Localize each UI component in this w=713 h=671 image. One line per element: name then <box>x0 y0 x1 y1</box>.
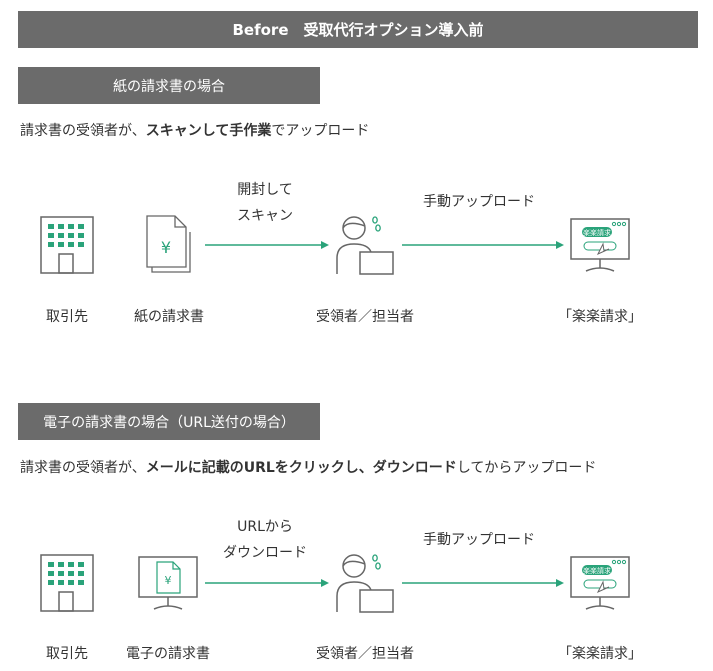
arrow-icon <box>402 241 564 249</box>
paper-invoice-icon: ¥ <box>146 215 191 273</box>
desc-prefix: 請求書の受領者が、 <box>20 460 146 476</box>
building-icon <box>40 216 94 274</box>
building-icon <box>40 554 94 612</box>
node-label-paper-invoice: 紙の請求書 <box>134 309 204 325</box>
person-laptop-icon <box>336 216 394 275</box>
step-label-manual-upload: 手動アップロード <box>423 532 535 548</box>
section-electronic-description: 請求書の受領者が、メールに記載のURLをクリックし、ダウンロードしてからアップロ… <box>20 457 596 477</box>
desc-prefix: 請求書の受領者が、 <box>20 123 146 139</box>
node-label-recipient: 受領者／担当者 <box>316 309 414 325</box>
node-label-vendor: 取引先 <box>46 309 88 325</box>
step-line: URLから <box>237 519 293 535</box>
desc-suffix: でアップロード <box>271 123 370 139</box>
node-label-vendor: 取引先 <box>46 646 88 662</box>
rakuraku-monitor-icon: 楽楽請求 <box>570 218 630 272</box>
step-line: 開封して <box>237 182 293 198</box>
section-electronic-title: 電子の請求書の場合（URL送付の場合） <box>18 403 320 440</box>
step-line: ダウンロード <box>223 545 307 561</box>
rakuraku-monitor-icon: 楽楽請求 <box>570 556 630 610</box>
section-paper-description: 請求書の受領者が、スキャンして手作業でアップロード <box>20 120 369 140</box>
node-label-rakuraku: 「楽楽請求」 <box>558 309 642 325</box>
arrow-icon <box>205 241 329 249</box>
section-paper-title: 紙の請求書の場合 <box>18 67 320 104</box>
svg-text:¥: ¥ <box>161 238 171 257</box>
node-label-recipient: 受領者／担当者 <box>316 646 414 662</box>
desc-bold: スキャンして手作業 <box>145 123 272 139</box>
desc-bold: メールに記載のURLをクリックし、ダウンロード <box>145 460 457 476</box>
screen-label: 楽楽請求 <box>583 228 611 237</box>
node-label-electronic-invoice: 電子の請求書 <box>126 646 210 662</box>
step-label-open-scan: 開封して スキャン <box>215 177 315 229</box>
desc-suffix: してからアップロード <box>456 460 597 476</box>
arrow-icon <box>402 579 564 587</box>
screen-label: 楽楽請求 <box>583 566 611 575</box>
arrow-icon <box>205 579 329 587</box>
page-header: Before 受取代行オプション導入前 <box>18 11 698 48</box>
node-label-rakuraku: 「楽楽請求」 <box>558 646 642 662</box>
person-laptop-icon <box>336 554 394 613</box>
step-label-url-download: URLから ダウンロード <box>210 514 320 566</box>
svg-text:¥: ¥ <box>165 574 172 587</box>
step-line: スキャン <box>237 208 293 224</box>
step-label-manual-upload: 手動アップロード <box>423 194 535 210</box>
electronic-invoice-icon: ¥ <box>138 556 198 610</box>
